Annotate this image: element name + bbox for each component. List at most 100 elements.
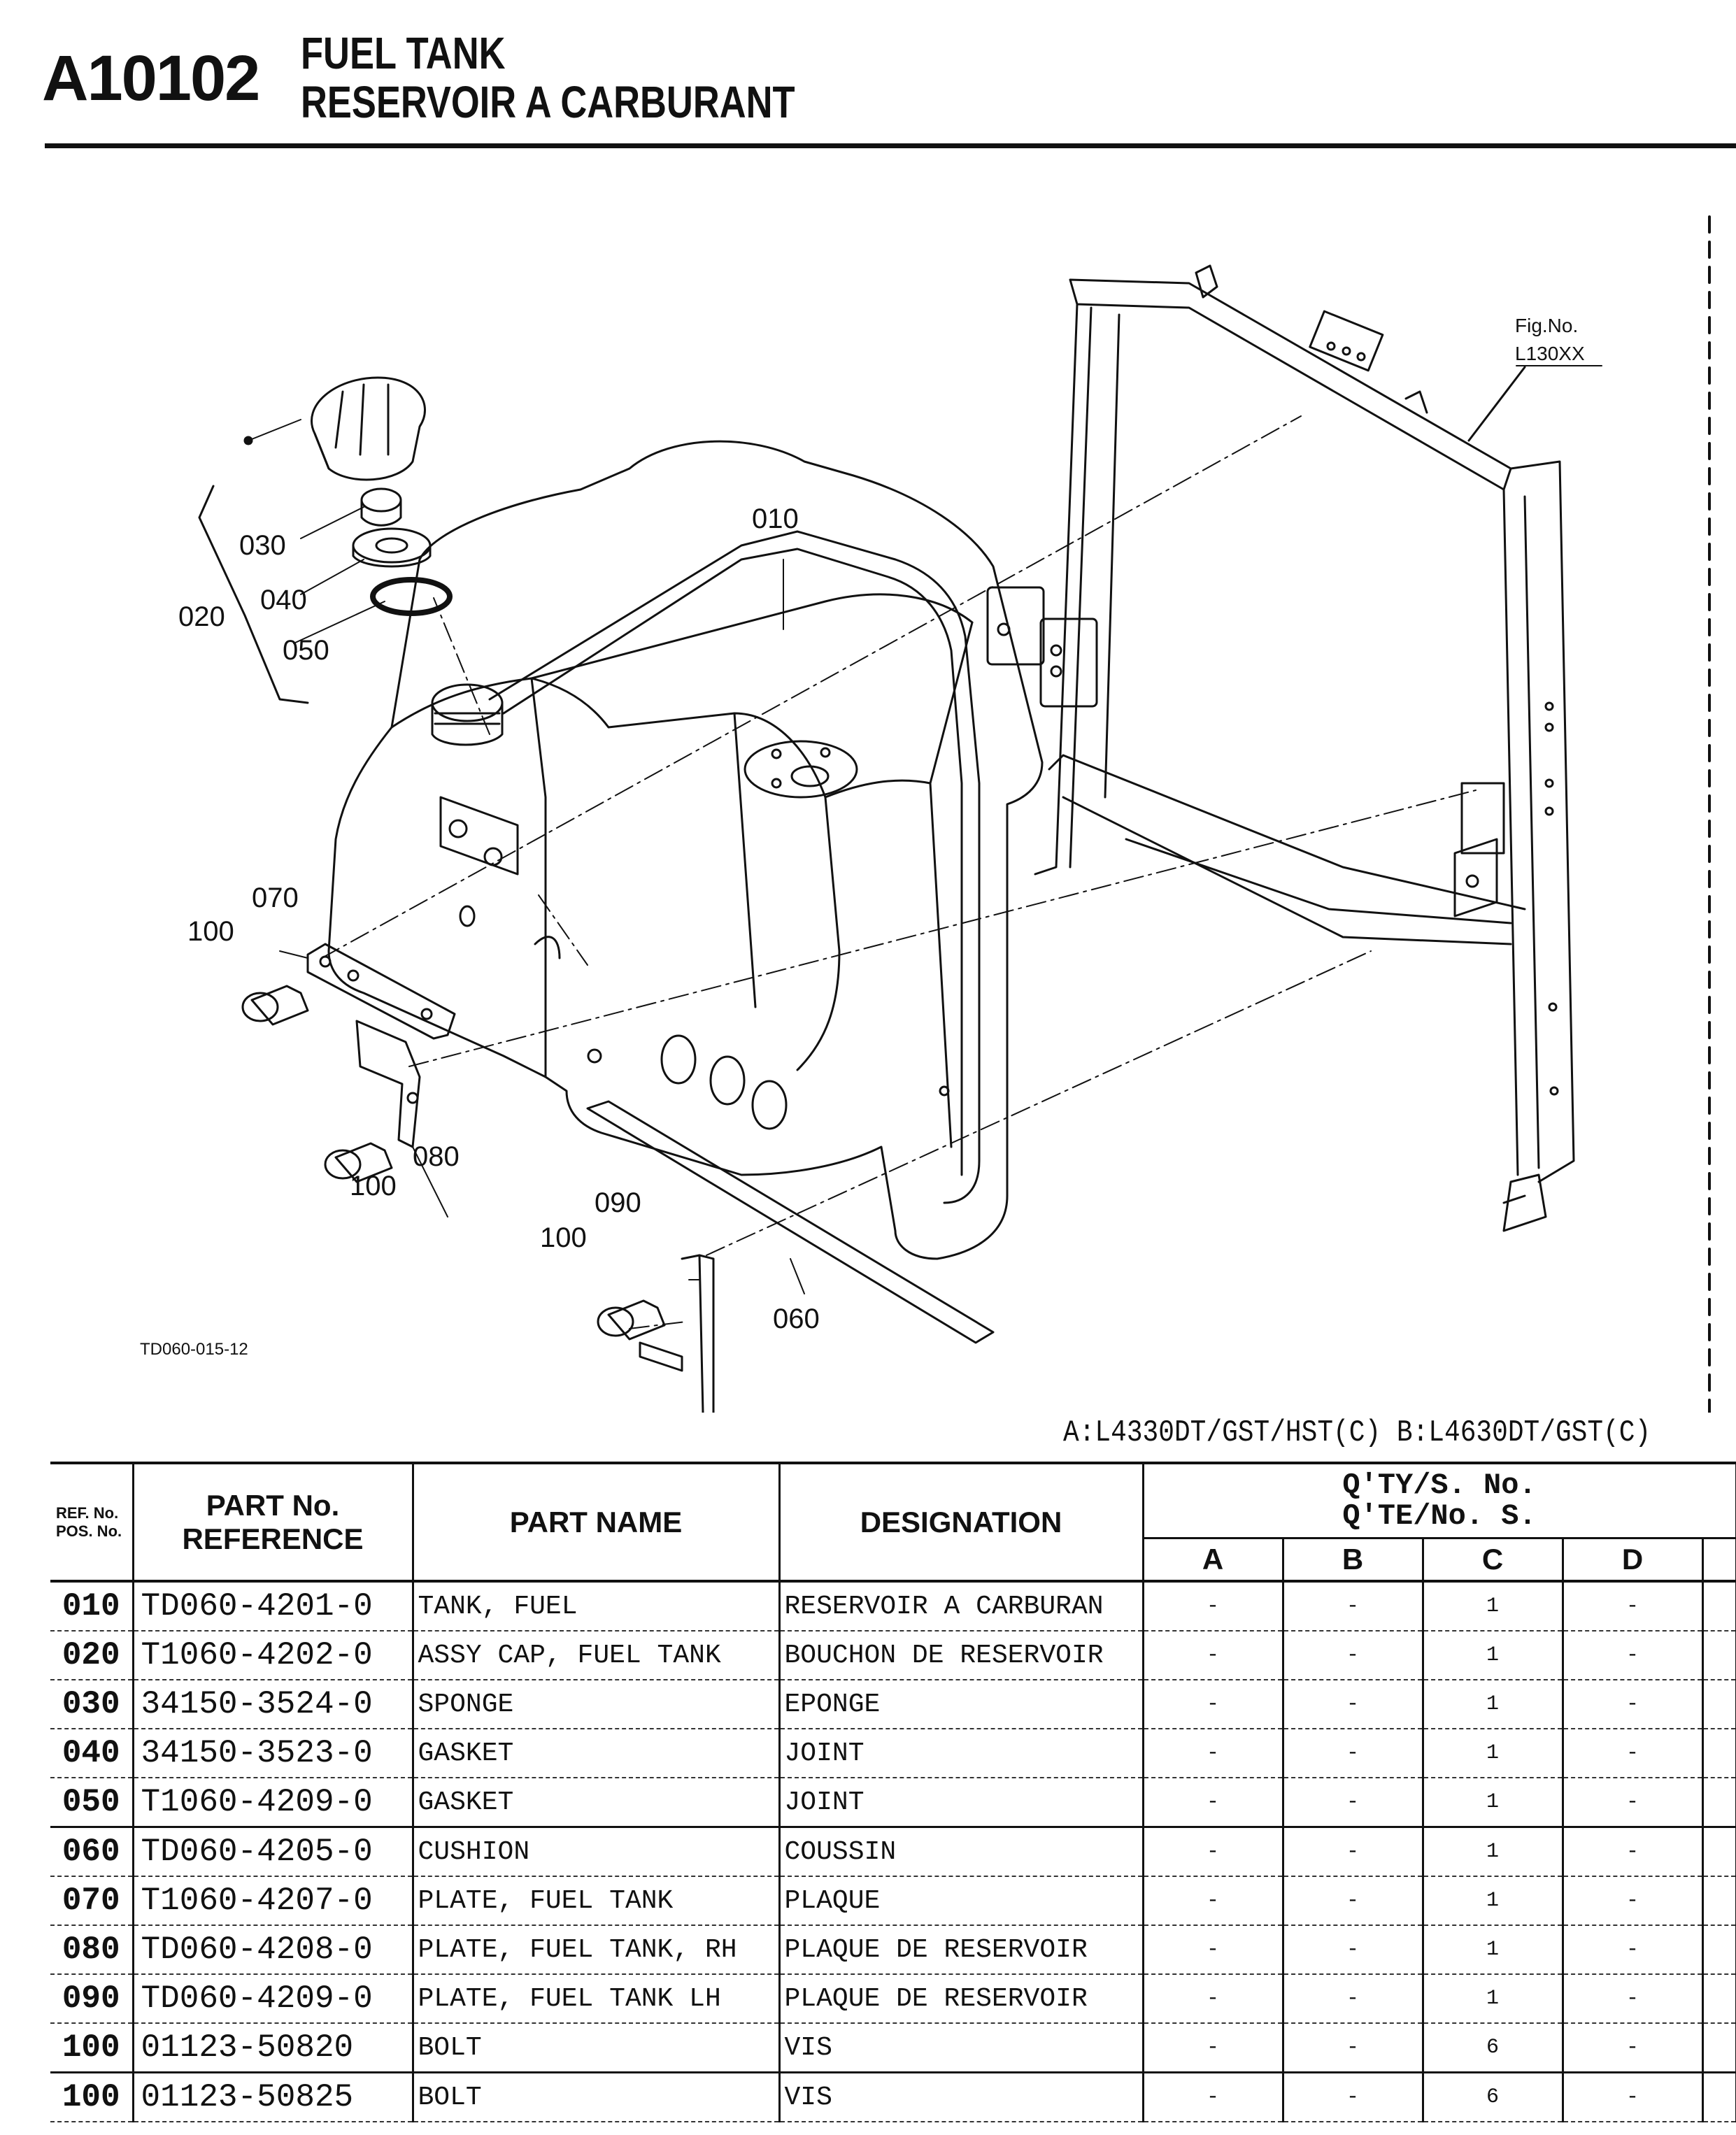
header-qty: Q'TY/S. No. Q'TE/No. S.: [1143, 1462, 1736, 1539]
cell-qty-b: -: [1283, 1729, 1424, 1778]
cell-designation: PLAQUE DE RESERVOIR: [779, 1974, 1144, 2024]
cell-designation: JOINT: [779, 1778, 1144, 1828]
support-frame: [986, 264, 1575, 1232]
cell-qty-b: -: [1283, 1581, 1424, 1631]
cell-ref: 020: [50, 1631, 134, 1680]
cell-qty-c: 6: [1423, 2072, 1564, 2122]
bolt-drawings: [241, 985, 666, 1341]
cell-designation: BOUCHON DE RESERVOIR: [779, 1631, 1144, 1680]
cell-qty-c: 1: [1423, 1778, 1564, 1828]
cell-part-name: BOLT: [413, 2023, 781, 2073]
header-qty-line2: Q'TE/No. S.: [1342, 1499, 1537, 1533]
cell-qty-a: -: [1143, 2023, 1284, 2073]
header-partno-line2: REFERENCE: [182, 1522, 364, 1555]
cell-part-no: TD060-4209-0: [133, 1974, 414, 2024]
header-col-a: A: [1143, 1538, 1284, 1583]
cell-qty-d: -: [1563, 1876, 1704, 1926]
title-french: RESERVOIR A CARBURANT: [301, 77, 795, 127]
header-ref-no: REF. No. POS. No.: [50, 1462, 134, 1583]
cell-ref: 100: [50, 2023, 134, 2073]
cell-qty-d: -: [1563, 1925, 1704, 1975]
cell-qty-extra: [1702, 1581, 1736, 1631]
diagram-drawing: [198, 215, 1711, 1413]
cell-qty-a: -: [1143, 1974, 1284, 2024]
cell-qty-c: 1: [1423, 1581, 1564, 1631]
cell-qty-extra: [1702, 1974, 1736, 2024]
cell-qty-d: -: [1563, 1680, 1704, 1729]
cell-designation: COUSSIN: [779, 1827, 1144, 1877]
drawing-code: TD060-015-12: [140, 1340, 248, 1359]
model-legend: A:L4330DT/GST/HST(C) B:L4630DT/GST(C): [1063, 1415, 1651, 1450]
cell-qty-c: 1: [1423, 1631, 1564, 1680]
cell-qty-extra: [1702, 1925, 1736, 1975]
cell-qty-b: -: [1283, 1876, 1424, 1926]
cell-part-name: PLATE, FUEL TANK, RH: [413, 1925, 781, 1975]
cell-qty-extra: [1702, 1827, 1736, 1877]
cell-qty-c: 1: [1423, 1876, 1564, 1926]
cell-part-name: GASKET: [413, 1729, 781, 1778]
cell-ref: 060: [50, 1827, 134, 1877]
parts-table: REF. No. POS. No. PART No. REFERENCE PAR…: [50, 1462, 1736, 2122]
header-part-name: PART NAME: [413, 1462, 781, 1583]
cell-part-no: T1060-4202-0: [133, 1631, 414, 1680]
cell-qty-d: -: [1563, 2023, 1704, 2073]
cell-ref: 050: [50, 1778, 134, 1828]
cell-qty-extra: [1702, 1631, 1736, 1680]
fig-no-label: Fig.No.: [1515, 315, 1579, 336]
cell-qty-b: -: [1283, 1827, 1424, 1877]
cell-part-name: CUSHION: [413, 1827, 781, 1877]
header-col-c: C: [1423, 1538, 1564, 1583]
table-row: 090 TD060-4209-0 PLATE, FUEL TANK LH PLA…: [50, 1974, 1736, 2024]
cell-part-name: PLATE, FUEL TANK LH: [413, 1974, 781, 2024]
cell-part-no: TD060-4208-0: [133, 1925, 414, 1975]
callout-020: 020: [178, 601, 225, 632]
cell-qty-extra: [1702, 1778, 1736, 1828]
cell-part-name: SPONGE: [413, 1680, 781, 1729]
cell-qty-c: 1: [1423, 1680, 1564, 1729]
callout-060: 060: [773, 1304, 820, 1334]
cell-part-no: 01123-50825: [133, 2072, 414, 2122]
section-code: A10102: [42, 43, 260, 114]
header-part-no: PART No. REFERENCE: [133, 1462, 414, 1583]
cell-qty-a: -: [1143, 1827, 1284, 1877]
callout-070: 070: [252, 883, 299, 913]
callout-100-a: 100: [187, 916, 234, 947]
cell-qty-d: -: [1563, 1827, 1704, 1877]
cell-qty-a: -: [1143, 1925, 1284, 1975]
table-row: 080 TD060-4208-0 PLATE, FUEL TANK, RH PL…: [50, 1925, 1736, 1975]
cell-qty-c: 1: [1423, 1925, 1564, 1975]
cell-part-name: BOLT: [413, 2072, 781, 2122]
callout-090: 090: [595, 1187, 641, 1218]
cell-qty-c: 1: [1423, 1827, 1564, 1877]
header-col-extra: [1702, 1538, 1736, 1583]
cell-part-no: T1060-4209-0: [133, 1778, 414, 1828]
cell-designation: JOINT: [779, 1729, 1144, 1778]
cell-qty-d: -: [1563, 1581, 1704, 1631]
cell-qty-c: 1: [1423, 1974, 1564, 2024]
cell-designation: VIS: [779, 2072, 1144, 2122]
cell-qty-b: -: [1283, 2023, 1424, 2073]
fuel-tank-drawing: [327, 440, 1044, 1260]
cell-qty-a: -: [1143, 1876, 1284, 1926]
cell-qty-d: -: [1563, 1631, 1704, 1680]
table-row: 060 TD060-4205-0 CUSHION COUSSIN - - 1 -: [50, 1827, 1736, 1877]
callout-040: 040: [260, 585, 307, 615]
header-qty-line1: Q'TY/S. No.: [1342, 1469, 1537, 1502]
cell-part-no: 34150-3523-0: [133, 1729, 414, 1778]
cell-qty-b: -: [1283, 1680, 1424, 1729]
cell-qty-b: -: [1283, 1925, 1424, 1975]
fig-no-value: L130XX: [1515, 343, 1585, 364]
cell-part-name: ASSY CAP, FUEL TANK: [413, 1631, 781, 1680]
parts-table-body: 010 TD060-4201-0 TANK, FUEL RESERVOIR A …: [50, 1581, 1736, 2122]
cell-part-name: GASKET: [413, 1778, 781, 1828]
cell-qty-a: -: [1143, 2072, 1284, 2122]
header-col-d: D: [1563, 1538, 1704, 1583]
header-rule: [45, 143, 1736, 148]
cell-part-name: TANK, FUEL: [413, 1581, 781, 1631]
header-ref-line1: REF. No.: [56, 1504, 119, 1522]
cell-designation: PLAQUE DE RESERVOIR: [779, 1925, 1144, 1975]
table-row: 010 TD060-4201-0 TANK, FUEL RESERVOIR A …: [50, 1581, 1736, 1631]
cell-qty-b: -: [1283, 2072, 1424, 2122]
callout-010: 010: [752, 504, 799, 534]
cell-qty-c: 1: [1423, 1729, 1564, 1778]
